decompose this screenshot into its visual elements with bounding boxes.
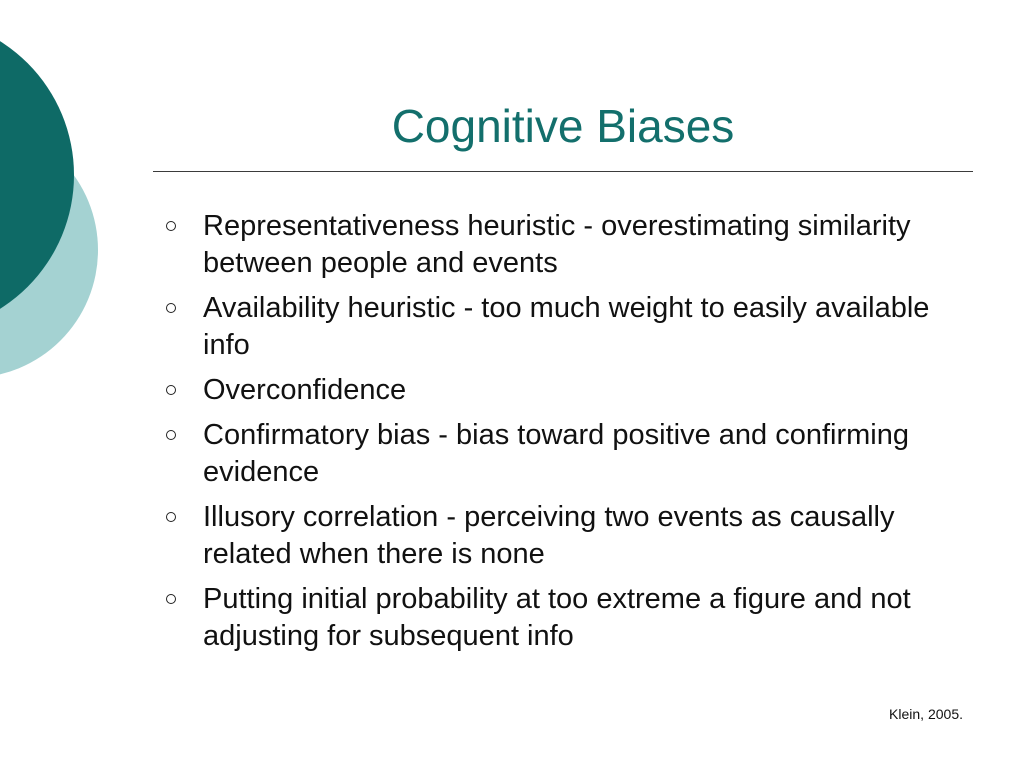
bullet-text: Illusory correlation - perceiving two ev… <box>203 501 895 570</box>
hollow-circle-bullet-icon <box>166 303 176 313</box>
hollow-circle-bullet-icon <box>166 512 176 522</box>
bullet-text: Confirmatory bias - bias toward positive… <box>203 419 909 488</box>
hollow-circle-bullet-icon <box>166 430 176 440</box>
title-divider <box>153 171 973 172</box>
bullet-item: Confirmatory bias - bias toward positive… <box>162 417 942 491</box>
hollow-circle-bullet-icon <box>166 594 176 604</box>
hollow-circle-bullet-icon <box>166 221 176 231</box>
slide-title: Cognitive Biases <box>391 100 735 152</box>
dark-teal-circle <box>0 41 74 309</box>
bullet-item: Representativeness heuristic - overestim… <box>162 208 942 282</box>
hollow-circle-bullet-icon <box>166 385 176 395</box>
bullet-item: Availability heuristic - too much weight… <box>162 290 942 364</box>
citation: Klein, 2005. <box>889 706 963 722</box>
bullet-item: Overconfidence <box>162 372 942 409</box>
bullet-text: Availability heuristic - too much weight… <box>203 292 930 361</box>
bullet-item: Putting initial probability at too extre… <box>162 581 942 655</box>
bullet-text: Putting initial probability at too extre… <box>203 583 911 652</box>
decorative-circles <box>0 41 98 375</box>
bullet-text: Overconfidence <box>203 374 407 406</box>
bullet-text: Representativeness heuristic - overestim… <box>203 210 911 279</box>
bullet-list: Representativeness heuristic - overestim… <box>162 208 942 663</box>
bullet-item: Illusory correlation - perceiving two ev… <box>162 499 942 573</box>
